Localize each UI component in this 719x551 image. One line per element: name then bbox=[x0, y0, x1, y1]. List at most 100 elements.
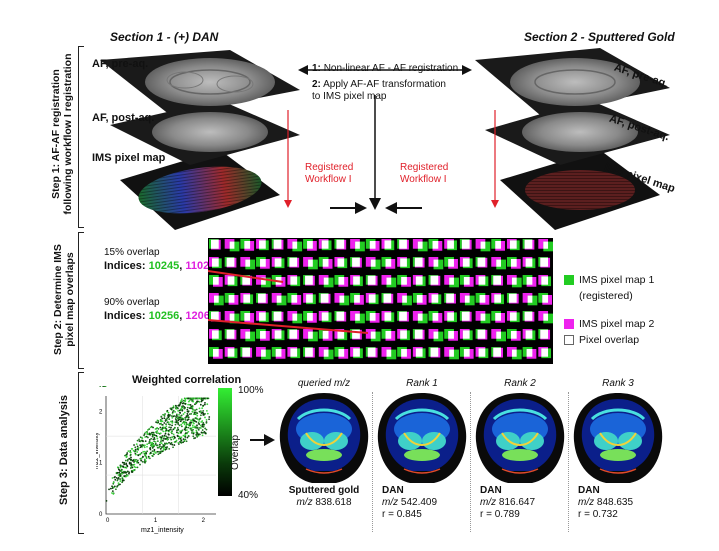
overlap-cell-white bbox=[226, 329, 235, 339]
scatter-point bbox=[205, 421, 208, 424]
scatter-point bbox=[184, 397, 187, 400]
ion-image-correlation: r = 0.845 bbox=[382, 509, 422, 520]
scatter-point bbox=[111, 487, 114, 489]
scatter-point bbox=[151, 431, 153, 434]
scatter-axes bbox=[105, 396, 216, 515]
scatter-point bbox=[148, 433, 151, 436]
scatter-point bbox=[173, 426, 176, 429]
scatter-point bbox=[153, 436, 156, 439]
overlap-cell-a bbox=[318, 275, 329, 285]
scatter-point bbox=[111, 485, 113, 488]
scatter-point bbox=[126, 470, 129, 473]
scatter-point bbox=[196, 412, 198, 415]
scatter-point bbox=[172, 405, 175, 408]
overlap-cell-white bbox=[259, 312, 266, 321]
scatter-point bbox=[156, 440, 159, 443]
scatter-point bbox=[161, 424, 164, 426]
scatter-point bbox=[144, 440, 147, 443]
section-2-title: Section 2 - Sputtered Gold bbox=[524, 30, 675, 44]
overlap-cell-b bbox=[496, 259, 506, 270]
brain-ion-image bbox=[573, 393, 663, 483]
overlap-cell-white bbox=[214, 295, 219, 303]
scatter-point bbox=[185, 429, 188, 431]
scatter-point bbox=[192, 435, 195, 438]
scatter-point bbox=[165, 427, 168, 430]
scatter-point bbox=[171, 411, 174, 413]
scatter-point bbox=[138, 438, 140, 441]
scatter-point bbox=[121, 472, 124, 475]
scatter-point bbox=[136, 466, 139, 469]
scatter-point bbox=[149, 452, 152, 455]
overlap-cell-a bbox=[522, 293, 533, 303]
scatter-point bbox=[189, 397, 192, 400]
overlap-cell-b bbox=[433, 331, 444, 342]
scatter-point bbox=[159, 432, 162, 435]
scatter-point bbox=[155, 434, 158, 437]
scatter-point bbox=[113, 485, 116, 488]
scatter-point bbox=[160, 436, 163, 439]
overlap-cell-white bbox=[352, 257, 360, 267]
brain-hotspot-yellow bbox=[501, 432, 539, 446]
scatter-point bbox=[142, 450, 145, 453]
scatter-point bbox=[199, 424, 202, 427]
scatter-point bbox=[133, 461, 135, 463]
scatter-point bbox=[125, 475, 128, 478]
scatter-point bbox=[131, 466, 134, 469]
scatter-point bbox=[169, 420, 172, 423]
overlap-cell-a bbox=[428, 257, 439, 267]
overlap-cell-white bbox=[383, 293, 392, 303]
scatter-point bbox=[177, 435, 179, 438]
overlap-cell-b bbox=[527, 295, 538, 306]
overlap-cell-white bbox=[213, 349, 219, 357]
left-layer-label-ims: IMS pixel map bbox=[92, 152, 166, 164]
scatter-point bbox=[150, 437, 153, 440]
scatter-point bbox=[191, 420, 193, 422]
scatter-point bbox=[195, 408, 198, 411]
overlap-cell-white bbox=[321, 312, 329, 321]
scatter-point bbox=[152, 438, 155, 441]
overlap-cell-white bbox=[243, 294, 251, 303]
ion-image-mz: m/z 816.647 bbox=[472, 497, 568, 509]
scatter-point bbox=[136, 447, 139, 450]
scatter-point bbox=[164, 420, 167, 422]
scatter-point bbox=[157, 453, 160, 456]
overlap-cell-white bbox=[338, 349, 345, 357]
overlap-cell-b bbox=[214, 295, 224, 306]
overlap-cell-white bbox=[292, 313, 298, 321]
scatter-point bbox=[196, 431, 199, 434]
ion-image-correlation: r = 0.732 bbox=[578, 509, 618, 520]
scatter-point bbox=[153, 433, 155, 436]
scatter-point bbox=[116, 471, 119, 474]
overlap-cell-white bbox=[511, 349, 517, 357]
overlap-cell-b bbox=[261, 277, 271, 288]
scatter-point bbox=[160, 438, 163, 441]
overlap-cell-a bbox=[475, 311, 486, 321]
scatter-point bbox=[163, 436, 165, 438]
overlap-cell-white bbox=[524, 239, 533, 249]
step1-diagram bbox=[100, 48, 670, 230]
scatter-point bbox=[194, 426, 197, 429]
scatter-point bbox=[206, 412, 209, 415]
scatter-point bbox=[122, 466, 125, 468]
overlap-cell-b bbox=[386, 349, 397, 360]
scatter-point bbox=[135, 458, 137, 461]
step2-bracket bbox=[78, 232, 84, 369]
scatter-point bbox=[179, 418, 181, 421]
overlap-cell-white bbox=[261, 349, 266, 357]
scatter-point bbox=[208, 416, 211, 418]
scatter-point bbox=[180, 414, 183, 417]
scatter-point bbox=[167, 433, 170, 436]
scatter-point bbox=[162, 449, 165, 452]
scatter-point bbox=[135, 443, 138, 446]
scatter-point bbox=[117, 482, 120, 485]
scatter-point bbox=[108, 488, 110, 491]
scatter-point bbox=[147, 455, 150, 458]
overlap-cell-white bbox=[463, 349, 470, 357]
overlap-cell-a bbox=[365, 257, 376, 267]
overlap-cell-a bbox=[318, 347, 329, 357]
scatter-point bbox=[202, 404, 205, 407]
scatter-point bbox=[149, 447, 152, 449]
scatter-point bbox=[187, 430, 190, 433]
scatter-point bbox=[162, 439, 164, 442]
